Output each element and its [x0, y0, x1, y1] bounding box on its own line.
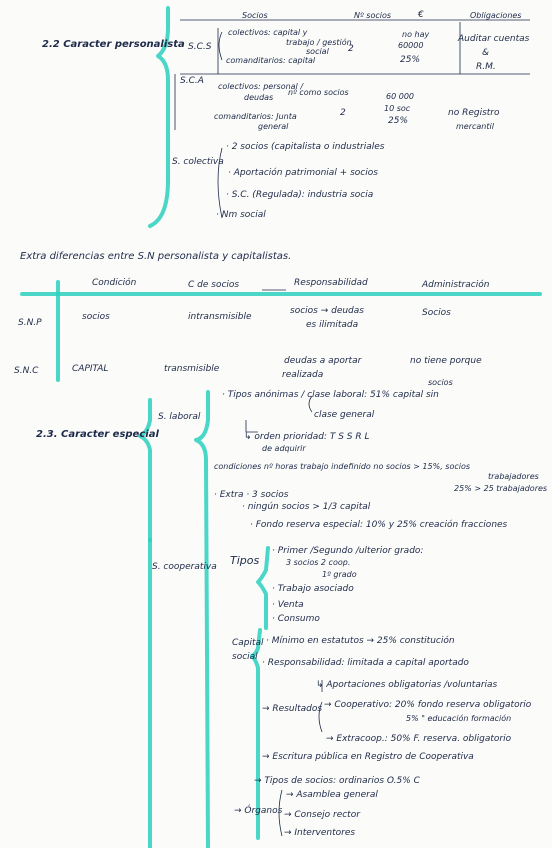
diff-heading: Extra diferencias entre S.N personalista…: [20, 251, 292, 262]
sca-row2b: general: [258, 122, 289, 131]
header-socios: Socios: [242, 11, 268, 20]
scs-oblig-1: Auditar cuentas: [458, 34, 530, 44]
marker-brace-tipos: [256, 546, 270, 630]
diff-snp-resp2: es ilimitada: [306, 320, 359, 330]
diff-snp-admin: Socios: [422, 308, 451, 318]
scol-item-2: · Aportación patrimonial + socios: [228, 168, 378, 178]
scs-oblig-2: &: [482, 48, 490, 58]
section-2-3-title: 2.3. Caracter especial: [36, 429, 159, 440]
sca-oblig-1: no Registro: [448, 108, 500, 118]
sca-row1c: nº como socios: [288, 88, 349, 97]
slab-1b: clase general: [314, 410, 375, 420]
diff-snc-label: S.N.C: [14, 366, 39, 376]
sca-euro-1: 60 000: [386, 92, 414, 101]
tipos-1b: 3 socios 2 coop.: [286, 558, 351, 567]
slab-4b: · ningún socios > 1/3 capital: [242, 502, 371, 512]
sca-euro-2: 10 soc: [384, 104, 411, 113]
slab-3b: trabajadores: [488, 472, 539, 481]
tipos-3: · Venta: [272, 600, 304, 610]
cap-3: ↳ Aportaciones obligatorias /voluntarias: [316, 680, 498, 690]
brace-organos: [278, 789, 283, 837]
marker-brace-slab: [138, 398, 152, 542]
scs-label: S.C.S: [188, 42, 212, 52]
slab-label: S. laboral: [158, 412, 201, 422]
diff-snp-label: S.N.P: [18, 318, 42, 328]
slab-2: ↳ orden prioridad: T S S R L: [244, 432, 370, 442]
organo-1: → Asamblea general: [286, 790, 378, 800]
res-1: → Cooperativo: 20% fondo reserva obligat…: [324, 700, 532, 710]
scs-num: 2: [348, 44, 354, 54]
sca-row1: colectivos: personal /: [218, 82, 304, 91]
diff-snp-resp1: socios → deudas: [290, 306, 364, 316]
tipos-label: Tipos: [230, 554, 260, 567]
scs-row1b: trabajo / gestión: [286, 38, 352, 47]
arrow-orden: [245, 420, 258, 433]
slab-3c: 25% > 25 trabajadores: [454, 484, 548, 493]
diff-col-resp: Responsabilidad: [294, 278, 368, 288]
scs-oblig-3: R.M.: [476, 62, 496, 72]
cap-label-2: social: [232, 652, 258, 662]
organos-label: → Órganos: [234, 806, 283, 816]
diff-col-csocios: C de socios: [188, 280, 240, 290]
brace-scs: [218, 31, 223, 61]
header-euro: €: [418, 10, 424, 20]
diff-snc-resp1: deudas a aportar: [284, 356, 362, 366]
res-label: → Resultados: [262, 704, 323, 714]
marker-brace-2-3: [194, 390, 210, 848]
brace-scol: [217, 147, 223, 219]
cap-label: Capital: [232, 638, 264, 648]
tipos-4: · Consumo: [272, 614, 320, 624]
section-2-2-title: 2.2 Caracter personalista: [42, 39, 185, 50]
scol-item-3: · S.C. (Regulada): industria socia: [226, 190, 374, 200]
scs-euro-2: 60000: [398, 41, 424, 50]
diff-snc-c: transmisible: [164, 364, 220, 374]
marker-brace-2-2: [148, 6, 170, 228]
scol-label: S. colectiva: [172, 157, 224, 167]
cap-2: · Responsabilidad: limitada a capital ap…: [262, 658, 469, 668]
scs-row1c: social: [306, 47, 329, 56]
marker-brace-capital: [250, 628, 262, 840]
diff-snc-cond: CAPITAL: [72, 364, 109, 374]
scs-row2: comanditarios: capital: [226, 56, 316, 65]
diff-snp-cond: socios: [82, 312, 110, 322]
tipos-2: · Trabajo asociado: [272, 584, 354, 594]
organo-3: → Interventores: [284, 828, 356, 838]
organo-2: → Consejo rector: [284, 810, 360, 820]
tipos-socios: → Tipos de socios: ordinarios O.5% C: [254, 776, 420, 786]
cap-1: · Mínimo en estatutos → 25% constitución: [266, 636, 455, 646]
header-num-socios: Nº socios: [354, 11, 392, 20]
tipos-1: · Primer /Segundo /ulterior grado:: [272, 546, 424, 556]
sca-label: S.C.A: [180, 76, 204, 86]
slab-3: condiciones nº horas trabajo indefinido …: [214, 462, 471, 471]
sca-num: 2: [340, 108, 346, 118]
diff-snp-c: intransmisible: [188, 312, 252, 322]
slab-1: · Tipos anónimas / clase laboral: 51% ca…: [222, 390, 439, 400]
slab-5: · Fondo reserva especial: 10% y 25% crea…: [250, 520, 508, 530]
scs-row1: colectivos: capital y: [228, 28, 308, 37]
sca-oblig-2: mercantil: [456, 122, 494, 131]
escritura: → Escritura pública en Registro de Coope…: [262, 752, 474, 762]
brace-slab-tipos: [308, 395, 313, 413]
sca-row1b: deudas: [244, 93, 274, 102]
slab-4: · Extra · 3 socios: [214, 490, 289, 500]
scol-item-4: · Nm social: [216, 210, 266, 220]
scs-euro-1: no hay: [402, 30, 430, 39]
tipos-1c: 1º grado: [322, 570, 357, 579]
sca-row2: comanditarios: Junta: [214, 112, 297, 121]
diff-snc-admin2: socios: [428, 378, 453, 387]
sca-euro-3: 25%: [388, 116, 409, 126]
scol-item-1: · 2 socios (capitalista o industriales: [226, 142, 385, 152]
diff-snc-resp2: realizada: [282, 370, 324, 380]
slab-2b: de adquirir: [262, 444, 306, 453]
res-2: → Extracoop.: 50% F. reserva. obligatori…: [326, 734, 512, 744]
res-1b: 5% " educación formación: [406, 714, 512, 723]
scoop-label: S. cooperativa: [152, 562, 217, 572]
header-obligaciones: Obligaciones: [470, 11, 522, 20]
diff-col-condicion: Condición: [92, 278, 137, 288]
brace-resultados: [318, 701, 323, 733]
scs-euro-3: 25%: [400, 55, 421, 65]
diff-snc-admin1: no tiene porque: [410, 356, 482, 366]
diff-col-admin: Administración: [422, 280, 490, 290]
